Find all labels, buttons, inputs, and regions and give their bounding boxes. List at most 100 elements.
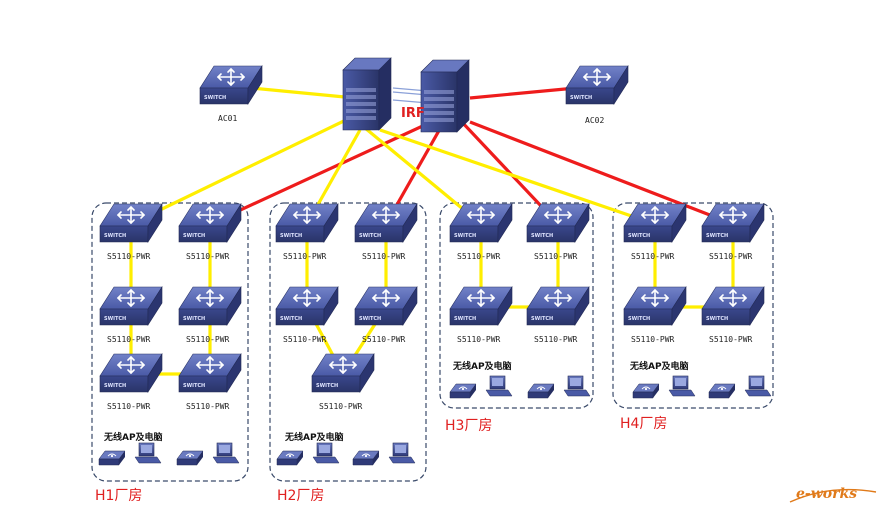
switch-icon-h1c: SWITCH: [99, 285, 163, 327]
svg-text:SWITCH: SWITCH: [454, 316, 476, 322]
svg-text:SWITCH: SWITCH: [316, 383, 338, 389]
switch-model-label: S5110-PWR: [319, 402, 363, 411]
svg-text:SWITCH: SWITCH: [628, 316, 650, 322]
svg-text:SWITCH: SWITCH: [628, 233, 650, 239]
switch-icon-h3a: SWITCH: [449, 202, 513, 244]
link-core-h4b: [469, 120, 734, 226]
switch-icon-h3d: SWITCH: [526, 285, 590, 327]
switch-icon-ac02: SWITCH: [565, 64, 629, 106]
switch-icon-h1a: SWITCH: [99, 202, 163, 244]
switch-icon-h3b: SWITCH: [526, 202, 590, 244]
group-box-h3: [439, 202, 594, 409]
switch-icon-h4b: SWITCH: [701, 202, 765, 244]
link-core-h4a: [379, 128, 656, 226]
switch-model-label: S5110-PWR: [534, 252, 578, 261]
computer-icon-h1-1: [134, 442, 162, 464]
watermark-logo: e-works: [796, 486, 857, 502]
computer-icon-h1-2: [212, 442, 240, 464]
switch-icon-h2a: SWITCH: [275, 202, 339, 244]
switch-model-label: S5110-PWR: [631, 335, 675, 344]
wireless-ap-icon-h3-2: [527, 383, 555, 399]
svg-text:SWITCH: SWITCH: [531, 316, 553, 322]
svg-text:SWITCH: SWITCH: [280, 233, 302, 239]
computer-icon-h4-2: [744, 375, 772, 397]
switch-icon-h4d: SWITCH: [701, 285, 765, 327]
wireless-ap-icon-h2-1: [276, 450, 304, 466]
svg-text:SWITCH: SWITCH: [183, 233, 205, 239]
switch-icon-h4c: SWITCH: [623, 285, 687, 327]
ac01-label: AC01: [218, 114, 237, 123]
switch-icon-h2c: SWITCH: [275, 285, 339, 327]
computer-icon-h4-1: [668, 375, 696, 397]
svg-text:SWITCH: SWITCH: [204, 95, 226, 101]
svg-text:SWITCH: SWITCH: [706, 316, 728, 322]
group-label-h3: H3厂房: [445, 418, 492, 434]
switch-model-label: S5110-PWR: [534, 335, 578, 344]
wireless-ap-icon-h4-2: [708, 383, 736, 399]
switch-icon-h1d: SWITCH: [178, 285, 242, 327]
switch-model-label: S5110-PWR: [283, 335, 327, 344]
switch-model-label: S5110-PWR: [457, 252, 501, 261]
svg-text:SWITCH: SWITCH: [280, 316, 302, 322]
watermark-swoosh: [789, 488, 877, 503]
svg-text:SWITCH: SWITCH: [454, 233, 476, 239]
ap-label-h1: 无线AP及电脑: [103, 431, 163, 443]
switch-icon-h2e: SWITCH: [311, 352, 375, 394]
core-switch-icon-left: [342, 57, 392, 131]
switch-model-label: S5110-PWR: [283, 252, 327, 261]
switch-model-label: S5110-PWR: [107, 335, 151, 344]
wireless-ap-icon-h2-2: [352, 450, 380, 466]
switch-model-label: S5110-PWR: [709, 252, 753, 261]
switch-model-label: S5110-PWR: [107, 252, 151, 261]
group-box-h4: [612, 202, 774, 409]
wireless-ap-icon-h1-2: [176, 450, 204, 466]
irf-label: IRF: [401, 106, 425, 121]
switch-model-label: S5110-PWR: [631, 252, 675, 261]
switch-model-label: S5110-PWR: [457, 335, 501, 344]
svg-text:SWITCH: SWITCH: [183, 383, 205, 389]
switch-model-label: S5110-PWR: [107, 402, 151, 411]
switch-model-label: S5110-PWR: [362, 335, 406, 344]
switch-icon-h4a: SWITCH: [623, 202, 687, 244]
switch-icon-h2d: SWITCH: [354, 285, 418, 327]
switch-icon-h3c: SWITCH: [449, 285, 513, 327]
svg-text:SWITCH: SWITCH: [359, 233, 381, 239]
switch-icon-h1e: SWITCH: [99, 352, 163, 394]
switch-model-label: S5110-PWR: [709, 335, 753, 344]
svg-text:SWITCH: SWITCH: [706, 233, 728, 239]
link-core-h1b: [209, 116, 441, 226]
ap-label-h2: 无线AP及电脑: [284, 431, 344, 443]
wireless-ap-icon-h4-1: [632, 383, 660, 399]
svg-text:SWITCH: SWITCH: [570, 95, 592, 101]
ap-label-h3: 无线AP及电脑: [452, 360, 512, 372]
computer-icon-h2-1: [312, 442, 340, 464]
svg-text:SWITCH: SWITCH: [531, 233, 553, 239]
switch-icon-h2b: SWITCH: [354, 202, 418, 244]
svg-text:SWITCH: SWITCH: [104, 316, 126, 322]
switch-icon-h1f: SWITCH: [178, 352, 242, 394]
switch-model-label: S5110-PWR: [186, 252, 230, 261]
group-label-h4: H4厂房: [620, 416, 667, 432]
switch-model-label: S5110-PWR: [186, 402, 230, 411]
wireless-ap-icon-h3-1: [449, 383, 477, 399]
computer-icon-h3-1: [485, 375, 513, 397]
ac02-label: AC02: [585, 116, 604, 125]
ap-label-h4: 无线AP及电脑: [629, 360, 689, 372]
group-label-h2: H2厂房: [277, 488, 324, 504]
group-box-h2: [269, 202, 427, 482]
svg-text:SWITCH: SWITCH: [183, 316, 205, 322]
computer-icon-h3-2: [563, 375, 591, 397]
svg-text:SWITCH: SWITCH: [359, 316, 381, 322]
switch-icon-ac01: SWITCH: [199, 64, 263, 106]
computer-icon-h2-2: [388, 442, 416, 464]
svg-text:SWITCH: SWITCH: [104, 383, 126, 389]
core-switch-icon-right: [420, 59, 470, 133]
group-box-h1: [91, 202, 249, 482]
link-core-h1a: [130, 116, 351, 226]
switch-icon-h1b: SWITCH: [178, 202, 242, 244]
switch-model-label: S5110-PWR: [186, 335, 230, 344]
svg-text:SWITCH: SWITCH: [104, 233, 126, 239]
group-label-h1: H1厂房: [95, 488, 142, 504]
switch-model-label: S5110-PWR: [362, 252, 406, 261]
